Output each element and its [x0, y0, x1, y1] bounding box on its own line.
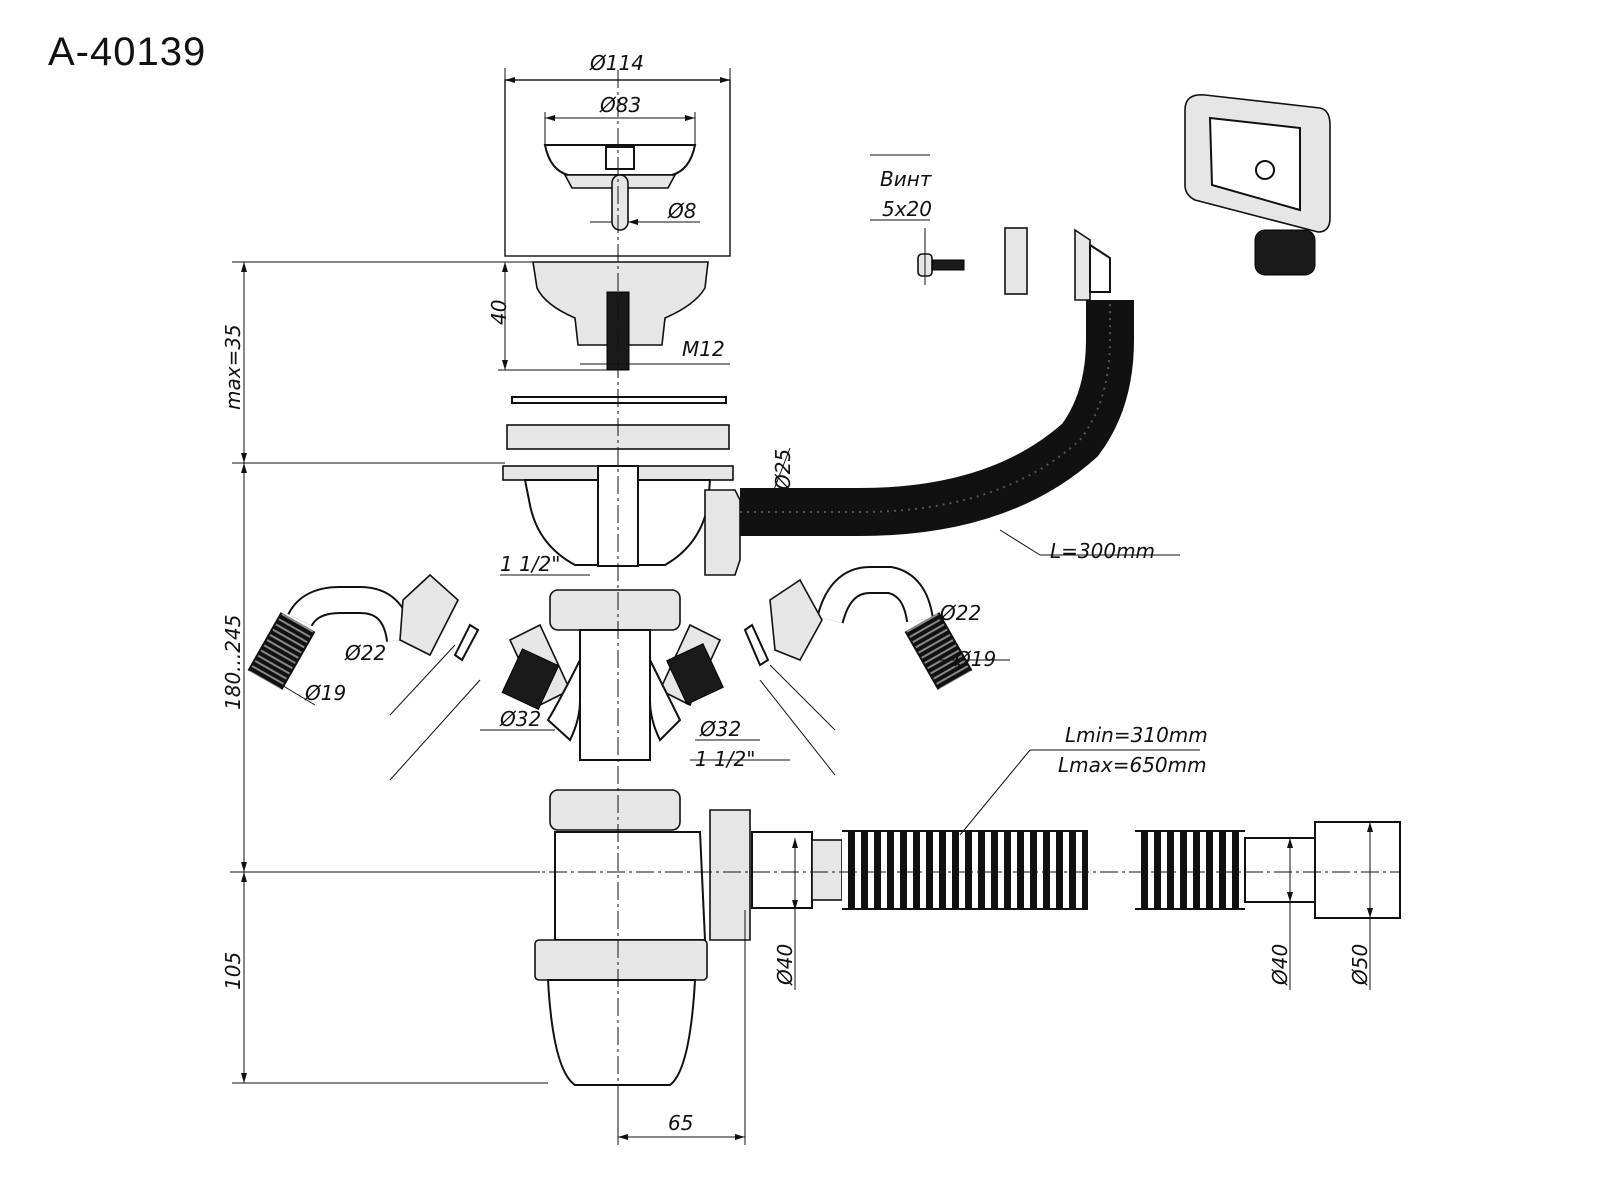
outlet-dimensions: [792, 822, 1373, 990]
strainer-basket: [504, 68, 731, 257]
label-m12: M12: [682, 337, 725, 361]
label-h40: 40: [487, 300, 511, 325]
bottle-trap: [534, 809, 751, 1086]
width-dimension: [617, 910, 746, 1145]
tee-pipe: [546, 589, 682, 831]
screw: [917, 227, 1028, 295]
label-vint-size: 5x20: [882, 197, 932, 221]
label-d22-right: Ø22: [939, 601, 981, 625]
label-d40-a: Ø40: [773, 944, 797, 986]
label-thread-top: 1 1/2": [500, 552, 560, 576]
label-thread-bottom: 1 1/2": [695, 747, 755, 771]
label-d83: Ø83: [599, 93, 641, 117]
label-d19-left: Ø19: [304, 681, 346, 705]
label-d50: Ø50: [1348, 944, 1372, 986]
label-max35: max=35: [221, 324, 245, 410]
label-lmin: Lmin=310mm: [1065, 723, 1208, 747]
overflow-hose: [740, 228, 1134, 536]
label-w65: 65: [668, 1111, 693, 1135]
label-l300: L=300mm: [1050, 539, 1155, 563]
outlet-hose: [751, 821, 1401, 919]
right-branch: [658, 566, 973, 707]
label-d8: Ø8: [667, 199, 696, 223]
left-branch: [247, 573, 572, 710]
drawing-title: A-40139: [48, 30, 207, 74]
label-vint: Винт: [880, 167, 933, 191]
centerlines: [230, 70, 1400, 1140]
label-d114: Ø114: [589, 51, 644, 75]
overflow-box-illustration: [1184, 93, 1331, 276]
label-d19-right: Ø19: [954, 647, 996, 671]
label-lmax: Lmax=650mm: [1058, 753, 1207, 777]
label-d40-b: Ø40: [1268, 944, 1292, 986]
label-d22-left: Ø22: [344, 641, 386, 665]
label-h105: 105: [221, 952, 245, 990]
vertical-dimensions: [232, 261, 548, 1084]
label-d32-right: Ø32: [699, 717, 741, 741]
leader-lines: [264, 154, 1200, 836]
label-h180: 180...245: [221, 615, 245, 710]
label-d32-left: Ø32: [499, 707, 541, 731]
label-d25: Ø25: [771, 449, 795, 491]
